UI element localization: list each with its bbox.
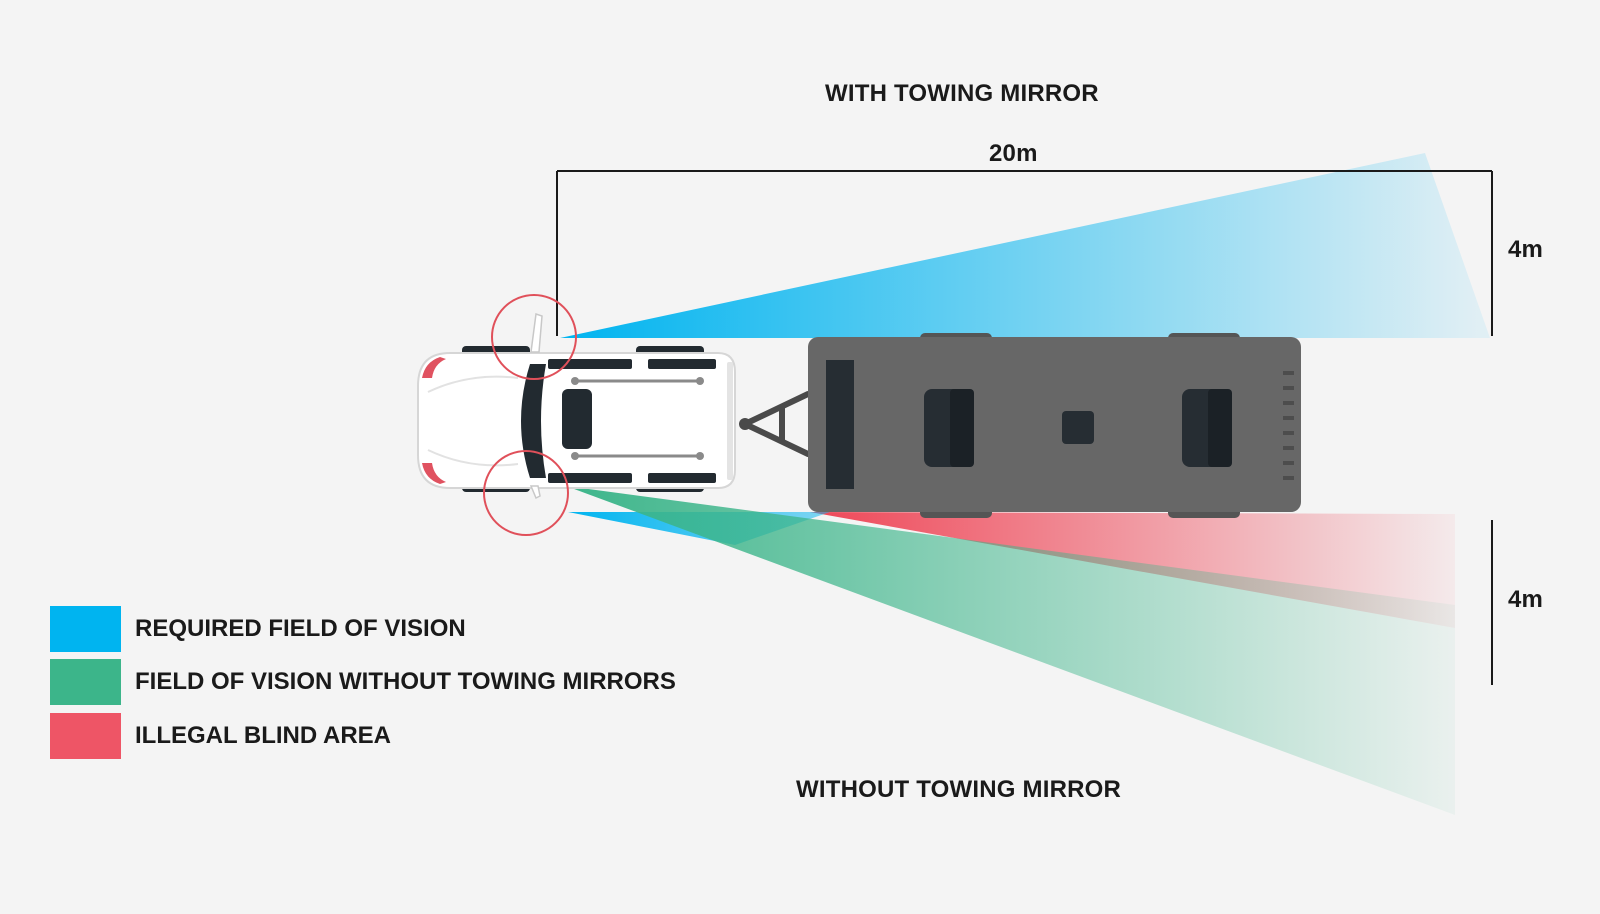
lower-mirror xyxy=(529,485,541,500)
required-vision-zone-upper xyxy=(560,153,1490,338)
lower-mirror-highlight xyxy=(483,450,569,536)
dimension-lines xyxy=(556,170,1493,685)
length-dimension-label: 20m xyxy=(989,140,1038,167)
with-towing-mirror-title: WITH TOWING MIRROR xyxy=(825,80,1099,107)
caravan-body xyxy=(808,337,1301,512)
roof-vent xyxy=(1062,411,1094,444)
legend-label: FIELD OF VISION WITHOUT TOWING MIRRORS xyxy=(135,668,676,695)
legend-swatch-red xyxy=(50,713,121,759)
upper-mirror-highlight xyxy=(491,294,577,380)
legend-item-without-mirrors: FIELD OF VISION WITHOUT TOWING MIRRORS xyxy=(50,659,676,705)
tow-hitch xyxy=(742,391,811,457)
legend-swatch-blue xyxy=(50,606,121,652)
car-windscreen xyxy=(521,364,546,478)
legend-label: ILLEGAL BLIND AREA xyxy=(135,722,391,749)
caravan xyxy=(739,333,1301,518)
without-towing-mirror-title: WITHOUT TOWING MIRROR xyxy=(796,776,1122,803)
caravan-front-panel xyxy=(826,360,854,489)
legend-item-blind-area: ILLEGAL BLIND AREA xyxy=(50,713,391,759)
upper-towing-mirror xyxy=(530,313,543,353)
tow-car xyxy=(417,313,736,500)
upper-width-label: 4m xyxy=(1508,236,1544,263)
lower-width-label: 4m xyxy=(1508,586,1544,613)
vision-without-mirror-zone xyxy=(566,486,1455,815)
legend-item-required-vision: REQUIRED FIELD OF VISION xyxy=(50,606,466,652)
legend-label: REQUIRED FIELD OF VISION xyxy=(135,615,466,642)
caravan-rear-ribs xyxy=(1283,371,1294,480)
car-sunroof xyxy=(562,389,592,449)
legend-swatch-green xyxy=(50,659,121,705)
